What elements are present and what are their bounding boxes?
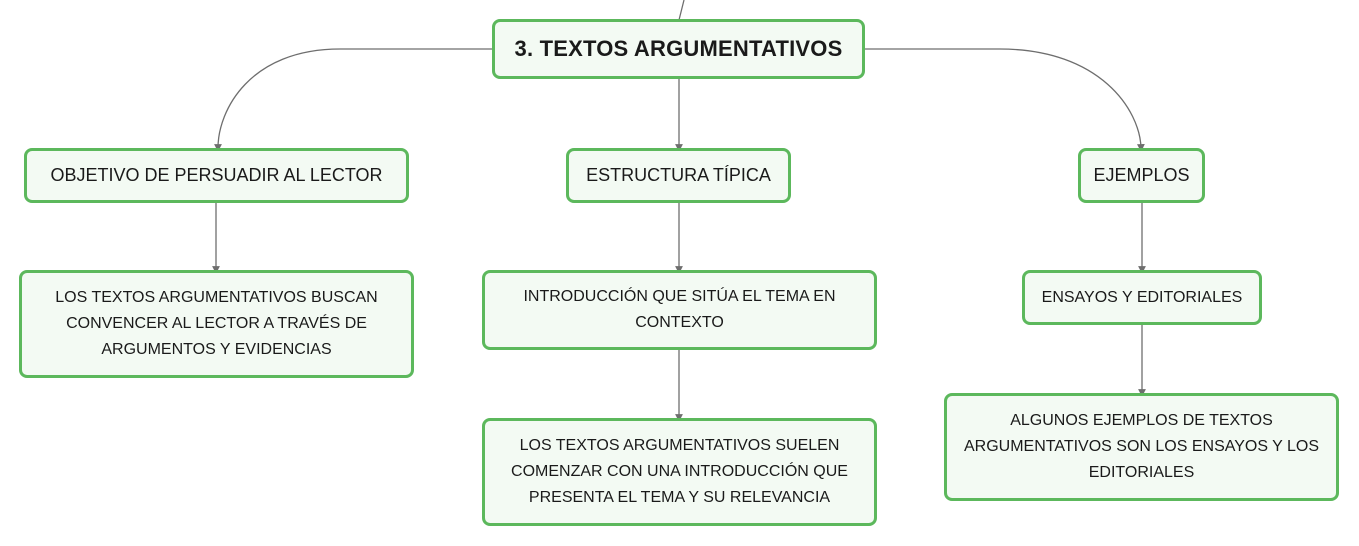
branch-label-objetivo: OBJETIVO DE PERSUADIR AL LECTOR bbox=[50, 165, 383, 185]
branch-label-estructura: ESTRUCTURA TÍPICA bbox=[586, 165, 771, 185]
leaf-node-introduccion[interactable]: INTRODUCCIÓN QUE SITÚA EL TEMA EN CONTEX… bbox=[482, 270, 877, 350]
leaf-label-introduccion: INTRODUCCIÓN QUE SITÚA EL TEMA EN CONTEX… bbox=[523, 288, 836, 331]
leaf-node-estructura-detail[interactable]: LOS TEXTOS ARGUMENTATIVOS SUELEN COMENZA… bbox=[482, 418, 877, 526]
branch-node-ejemplos[interactable]: EJEMPLOS bbox=[1078, 148, 1205, 203]
leaf-node-ejemplos-detail[interactable]: ALGUNOS EJEMPLOS DE TEXTOS ARGUMENTATIVO… bbox=[944, 393, 1339, 501]
leaf-label-ejemplos-detail: ALGUNOS EJEMPLOS DE TEXTOS ARGUMENTATIVO… bbox=[963, 412, 1320, 481]
root-topic-node[interactable]: 3. TEXTOS ARGUMENTATIVOS bbox=[492, 19, 865, 79]
leaf-node-ensayos[interactable]: ENSAYOS Y EDITORIALES bbox=[1022, 270, 1262, 325]
connector-root-to-ejemplos bbox=[864, 48, 1145, 152]
leaf-node-objetivo-detail[interactable]: LOS TEXTOS ARGUMENTATIVOS BUSCAN CONVENC… bbox=[19, 270, 414, 378]
branch-node-objetivo[interactable]: OBJETIVO DE PERSUADIR AL LECTOR bbox=[24, 148, 409, 203]
root-topic-label: 3. TEXTOS ARGUMENTATIVOS bbox=[514, 36, 843, 61]
connector-parent-to-root bbox=[678, 0, 685, 21]
leaf-label-estructura-detail: LOS TEXTOS ARGUMENTATIVOS SUELEN COMENZA… bbox=[511, 437, 848, 506]
leaf-label-ensayos: ENSAYOS Y EDITORIALES bbox=[1041, 288, 1243, 306]
connector-root-to-objetivo bbox=[214, 48, 494, 152]
branch-node-estructura[interactable]: ESTRUCTURA TÍPICA bbox=[566, 148, 791, 203]
branch-label-ejemplos: EJEMPLOS bbox=[1093, 165, 1190, 185]
leaf-label-objetivo-detail: LOS TEXTOS ARGUMENTATIVOS BUSCAN CONVENC… bbox=[55, 289, 378, 358]
